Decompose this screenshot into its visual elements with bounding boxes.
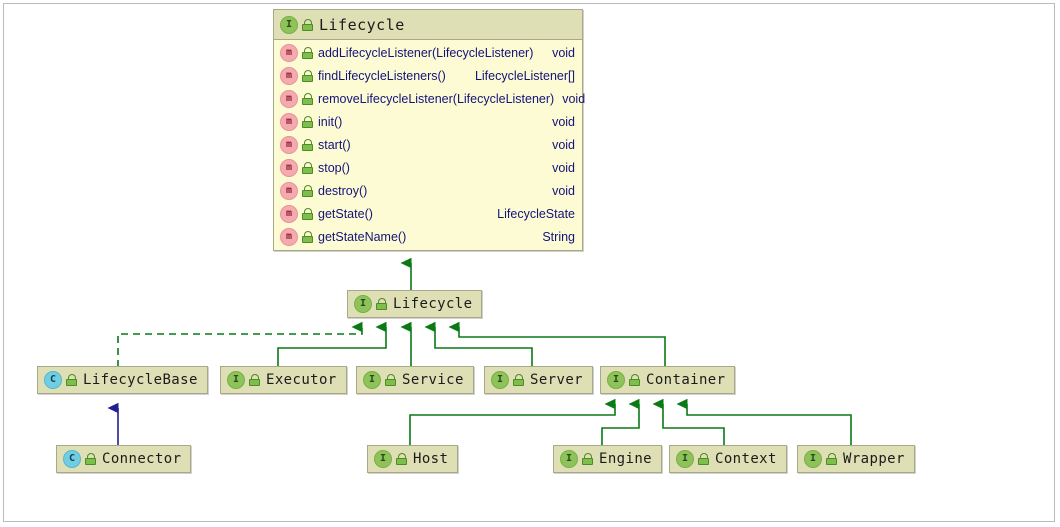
method-icon: m xyxy=(280,112,298,131)
member-signature: addLifecycleListener(LifecycleListener) xyxy=(318,45,534,60)
member-return-type: LifecycleListener[] xyxy=(474,68,575,83)
lock-icon xyxy=(302,46,313,59)
node-server[interactable]: I Server xyxy=(484,366,593,394)
lock-icon xyxy=(66,374,77,386)
node-lifecyclebase[interactable]: C LifecycleBase xyxy=(37,366,208,394)
node-lifecycle[interactable]: I Lifecycle xyxy=(347,290,483,318)
interface-icon: I xyxy=(354,295,372,313)
class-member-row[interactable]: m init() void xyxy=(274,110,582,133)
member-signature: removeLifecycleListener(LifecycleListene… xyxy=(318,91,555,106)
lock-icon xyxy=(302,69,313,82)
lock-icon xyxy=(385,374,396,386)
lock-icon xyxy=(629,374,640,386)
member-return-type: void xyxy=(552,137,575,152)
lock-icon xyxy=(302,230,313,243)
interface-icon: I xyxy=(607,371,625,389)
lock-icon xyxy=(249,374,260,386)
node-label: Context xyxy=(715,451,777,467)
class-member-row[interactable]: m getStateName() String xyxy=(274,225,582,248)
method-icon: m xyxy=(280,158,298,177)
class-icon: C xyxy=(63,450,81,468)
node-label: Connector xyxy=(102,451,182,467)
lock-icon xyxy=(376,298,387,310)
method-icon: m xyxy=(280,204,298,223)
node-label: Executor xyxy=(266,372,337,388)
lock-icon xyxy=(302,184,313,197)
node-engine[interactable]: I Engine xyxy=(553,445,662,473)
member-return-type: void xyxy=(552,114,575,129)
member-return-type: void xyxy=(552,45,575,60)
class-box-title: Lifecycle xyxy=(319,15,405,34)
member-return-type: void xyxy=(552,160,575,175)
lock-icon xyxy=(302,207,313,220)
interface-icon: I xyxy=(227,371,245,389)
node-connector[interactable]: C Connector xyxy=(56,445,192,473)
lock-icon xyxy=(826,453,837,465)
member-signature: getState() xyxy=(318,206,373,221)
class-member-row[interactable]: m destroy() void xyxy=(274,179,582,202)
method-icon: m xyxy=(280,135,298,154)
node-container[interactable]: I Container xyxy=(600,366,736,394)
node-label: Host xyxy=(413,451,449,467)
lock-icon xyxy=(582,453,593,465)
node-service[interactable]: I Service xyxy=(356,366,474,394)
interface-icon: I xyxy=(676,450,694,468)
member-signature: findLifecycleListeners() xyxy=(318,68,446,83)
interface-icon: I xyxy=(374,450,392,468)
class-box-header: I Lifecycle xyxy=(274,10,582,40)
lock-icon xyxy=(85,453,96,465)
lock-icon xyxy=(302,161,313,174)
class-member-row[interactable]: m removeLifecycleListener(LifecycleListe… xyxy=(274,87,586,110)
class-box-lifecycle[interactable]: I Lifecycle m addLifecycleListener(Lifec… xyxy=(273,9,586,251)
interface-icon: I xyxy=(280,15,298,34)
class-member-row[interactable]: m start() void xyxy=(274,133,582,156)
member-signature: init() xyxy=(318,114,343,129)
method-icon: m xyxy=(280,227,298,246)
interface-icon: I xyxy=(560,450,578,468)
node-host[interactable]: I Host xyxy=(367,445,459,473)
method-icon: m xyxy=(280,43,298,62)
node-label: Container xyxy=(646,372,726,388)
node-label: LifecycleBase xyxy=(83,372,198,388)
member-return-type: void xyxy=(562,91,586,106)
lock-icon xyxy=(513,374,524,386)
member-return-type: void xyxy=(552,183,575,198)
interface-icon: I xyxy=(804,450,822,468)
interface-icon: I xyxy=(491,371,509,389)
method-icon: m xyxy=(280,66,298,85)
node-label: Engine xyxy=(599,451,652,467)
lock-icon xyxy=(302,18,313,31)
class-box-member-list: m addLifecycleListener(LifecycleListener… xyxy=(274,40,586,250)
member-signature: stop() xyxy=(318,160,350,175)
class-icon: C xyxy=(44,371,62,389)
node-label: Wrapper xyxy=(843,451,905,467)
member-return-type: LifecycleState xyxy=(497,206,575,221)
member-signature: start() xyxy=(318,137,351,152)
member-return-type: String xyxy=(542,229,575,244)
node-label: Lifecycle xyxy=(393,296,473,312)
member-signature: destroy() xyxy=(318,183,368,198)
node-context[interactable]: I Context xyxy=(669,445,787,473)
node-executor[interactable]: I Executor xyxy=(220,366,347,394)
lock-icon xyxy=(302,92,313,105)
method-icon: m xyxy=(280,89,298,108)
class-member-row[interactable]: m addLifecycleListener(LifecycleListener… xyxy=(274,41,582,64)
class-member-row[interactable]: m stop() void xyxy=(274,156,582,179)
class-member-row[interactable]: m findLifecycleListeners() LifecycleList… xyxy=(274,64,582,87)
node-wrapper[interactable]: I Wrapper xyxy=(797,445,915,473)
lock-icon xyxy=(302,115,313,128)
node-label: Service xyxy=(402,372,464,388)
interface-icon: I xyxy=(363,371,381,389)
lock-icon xyxy=(302,138,313,151)
lock-icon xyxy=(698,453,709,465)
node-label: Server xyxy=(530,372,583,388)
class-member-row[interactable]: m getState() LifecycleState xyxy=(274,202,582,225)
lock-icon xyxy=(396,453,407,465)
member-signature: getStateName() xyxy=(318,229,407,244)
method-icon: m xyxy=(280,181,298,200)
